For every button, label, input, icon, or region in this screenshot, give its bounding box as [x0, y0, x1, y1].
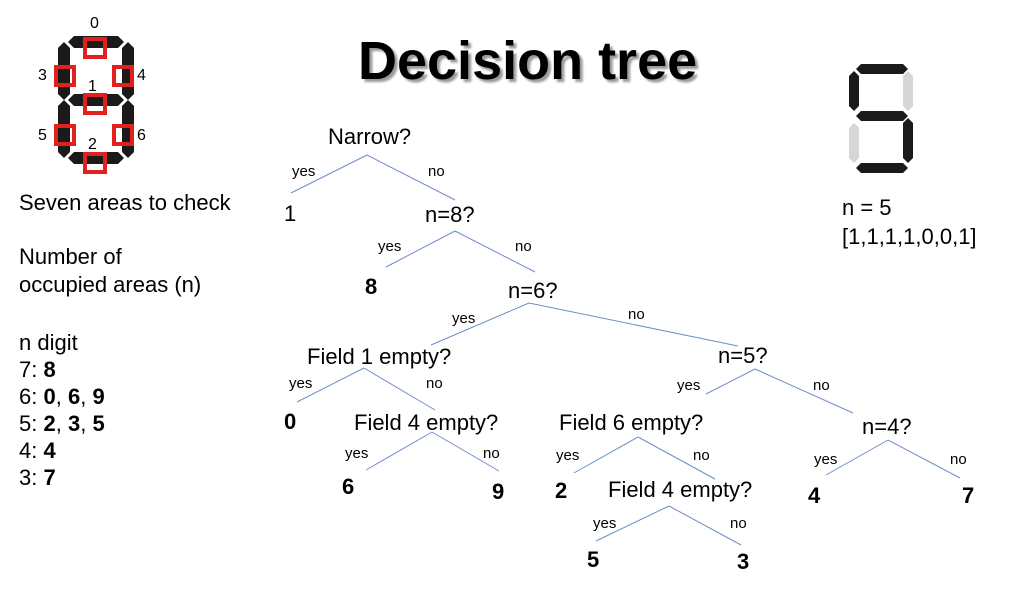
leaf-5: 5 — [587, 547, 600, 572]
edge-narrow-no — [366, 154, 456, 201]
segment-bottom — [68, 152, 124, 164]
segment-label-2: 2 — [88, 136, 97, 153]
table-row: 7: 8 — [19, 357, 56, 382]
check-area-0 — [83, 37, 107, 59]
label-yes: yes — [593, 515, 617, 532]
check-area-2 — [83, 152, 107, 174]
edge-field6-yes — [573, 436, 639, 474]
edge-field4b-yes — [595, 505, 670, 542]
label-yes: yes — [292, 163, 316, 180]
example-vector: [1,1,1,1,0,0,1] — [842, 224, 977, 249]
leaf-9: 9 — [492, 479, 505, 504]
label-yes: yes — [289, 375, 313, 392]
leaf-0: 0 — [284, 409, 297, 434]
node-n6: n=6? — [508, 278, 558, 303]
label-yes: yes — [378, 238, 402, 255]
label-yes: yes — [556, 447, 580, 464]
node-n5: n=5? — [718, 343, 768, 368]
seven-segment-diagram — [54, 36, 134, 174]
edge-field6-no — [637, 436, 716, 480]
table-row: 3: 7 — [19, 465, 56, 490]
label-no: no — [483, 445, 500, 462]
check-area-4 — [112, 65, 134, 87]
edge-n5-yes — [705, 368, 756, 395]
leaf-1: 1 — [284, 201, 297, 226]
label-yes: yes — [814, 451, 838, 468]
example-digit-five — [849, 64, 913, 173]
label-yes: yes — [345, 445, 369, 462]
check-area-1 — [83, 93, 107, 115]
table-row: 6: 0, 6, 9 — [19, 384, 105, 409]
table-row: 4: 4 — [19, 438, 56, 463]
edge-n6-no — [528, 302, 739, 347]
edge-n4-yes — [825, 439, 889, 476]
segment-top — [68, 36, 124, 48]
edge-n8-no — [454, 230, 536, 273]
check-area-6 — [112, 124, 134, 146]
node-n8: n=8? — [425, 202, 475, 227]
table-row: 5: 2, 3, 5 — [19, 411, 105, 436]
edge-narrow-yes — [290, 154, 368, 194]
segment-label-0: 0 — [90, 15, 99, 32]
segment-middle — [68, 94, 124, 106]
occupied-areas-label: occupied areas (n) — [19, 272, 202, 297]
edge-n5-no — [754, 368, 854, 414]
edge-field4a-no — [431, 431, 500, 472]
edge-n8-yes — [385, 230, 456, 268]
edge-field1-yes — [296, 367, 365, 403]
node-field1-empty: Field 1 empty? — [307, 344, 452, 369]
number-of-label: Number of — [19, 244, 122, 269]
node-field6-empty: Field 6 empty? — [559, 410, 704, 435]
label-no: no — [730, 515, 747, 532]
segment-label-5: 5 — [38, 127, 47, 144]
example-n-value: n = 5 — [842, 195, 892, 220]
leaf-8: 8 — [365, 274, 378, 299]
segment-label-6: 6 — [137, 127, 146, 144]
leaf-3: 3 — [737, 549, 750, 574]
segment-label-3: 3 — [38, 67, 47, 84]
check-area-3 — [54, 65, 76, 87]
check-area-5 — [54, 124, 76, 146]
segment-label-4: 4 — [137, 67, 146, 84]
table-header: n digit — [19, 330, 78, 355]
label-yes: yes — [452, 310, 476, 327]
label-no: no — [693, 447, 710, 464]
label-yes: yes — [677, 377, 701, 394]
leaf-7: 7 — [962, 483, 975, 508]
label-no: no — [515, 238, 532, 255]
segment-label-1: 1 — [88, 78, 97, 95]
digit-count-table: n digit 7: 8 6: 0, 6, 9 5: 2, 3, 5 4: 4 … — [19, 329, 105, 491]
seven-areas-text: Seven areas to check — [19, 190, 231, 215]
label-no: no — [426, 375, 443, 392]
node-field4-empty-b: Field 4 empty? — [608, 477, 753, 502]
edge-field4b-no — [668, 505, 742, 546]
label-no: no — [628, 306, 645, 323]
edge-n4-no — [887, 439, 961, 479]
node-n4: n=4? — [862, 414, 912, 439]
label-no: no — [813, 377, 830, 394]
label-no: no — [950, 451, 967, 468]
leaf-4: 4 — [808, 483, 821, 508]
edge-field1-no — [363, 367, 436, 411]
page-title: Decision tree — [358, 31, 698, 91]
leaf-6: 6 — [342, 474, 355, 499]
node-narrow: Narrow? — [328, 124, 412, 149]
edge-n6-yes — [430, 302, 530, 346]
leaf-2: 2 — [555, 478, 568, 503]
edge-field4a-yes — [365, 431, 433, 471]
node-field4-empty-a: Field 4 empty? — [354, 410, 499, 435]
label-no: no — [428, 163, 445, 180]
